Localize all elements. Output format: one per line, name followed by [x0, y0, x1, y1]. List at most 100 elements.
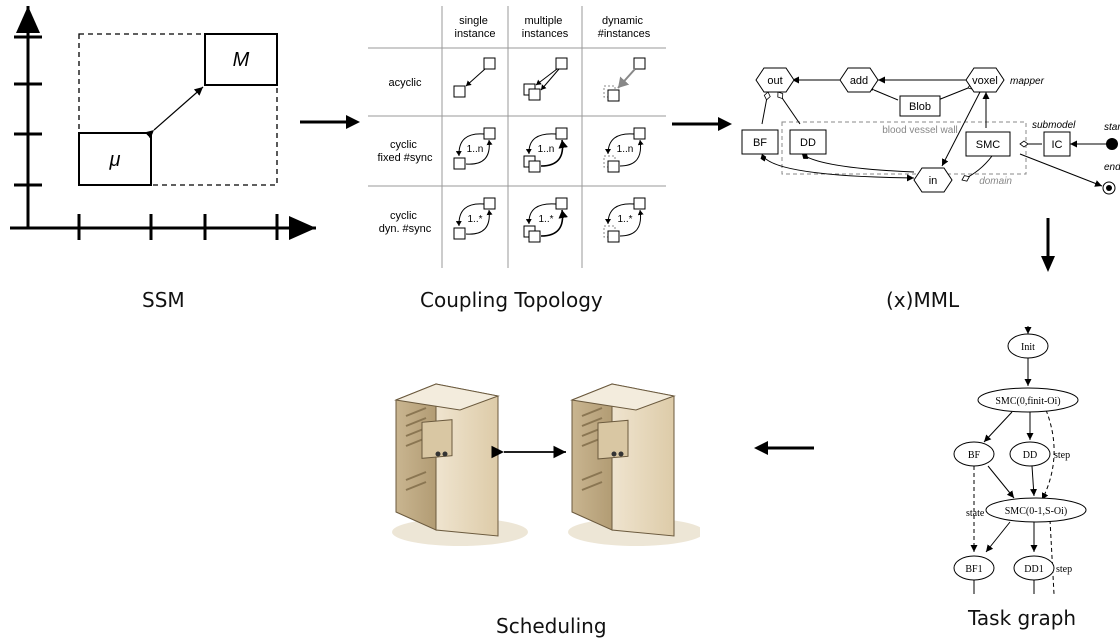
node-label: DD	[800, 137, 816, 149]
row-header-acyclic: acyclic	[388, 77, 422, 89]
macro-scale-box	[204, 33, 278, 86]
caption-coupling-topology: Coupling Topology	[420, 288, 603, 312]
server-icon	[392, 383, 528, 546]
task-node-bf1: BF1	[953, 555, 995, 581]
loop-label: 1..n	[538, 144, 555, 155]
smc-submodel-node: SMC	[965, 131, 1011, 157]
end-terminal-dot	[1106, 185, 1112, 191]
node-label: IC	[1052, 139, 1063, 151]
col-header-dynamic: dynamic #instances	[598, 15, 651, 40]
flow-arrow	[300, 115, 360, 129]
node-label: DD1	[1024, 564, 1043, 575]
node-label: out	[767, 75, 782, 87]
domain-region	[781, 121, 1027, 175]
coupling-topology-table: single instance multiple instances dynam…	[368, 6, 666, 268]
start-terminal	[1106, 138, 1118, 150]
flow-arrow	[672, 117, 732, 131]
out-mapper-node: out	[755, 67, 795, 93]
caption-mml: (x)MML	[886, 288, 960, 312]
col-header-line: instance	[455, 28, 496, 40]
edge-blob-voxel	[937, 83, 977, 101]
caption-task-graph: Task graph	[968, 606, 1077, 630]
micro-scale-label: μ	[109, 149, 121, 171]
col-header-line: instances	[522, 28, 569, 40]
edge-smc-end	[1019, 153, 1103, 187]
edge-dd-in	[801, 153, 915, 173]
edge-bf-smc01	[987, 465, 1015, 499]
task-node-dd1: DD1	[1013, 555, 1055, 581]
vessel-wall-label: blood vessel wall	[882, 125, 958, 136]
scale-range-region	[78, 33, 278, 186]
loop-label: 1..n	[617, 144, 634, 155]
node-label: in	[929, 175, 938, 187]
acyclic-single-glyph	[453, 57, 496, 98]
task-node-smc0: SMC(0,finit-Oi)	[977, 387, 1079, 413]
server-icon	[568, 383, 700, 546]
task-node-dd: DD	[1009, 441, 1051, 467]
node-label: SMC	[976, 139, 1001, 151]
in-mapper-node: in	[913, 167, 953, 193]
node-label: SMC(0,finit-Oi)	[995, 396, 1060, 407]
loop-label: 1..*	[617, 214, 632, 225]
edge-smc01-next	[1049, 519, 1055, 594]
edge-label-step: step	[1054, 450, 1070, 461]
row-header-line: cyclic	[390, 210, 417, 222]
caption-scheduling: Scheduling	[496, 614, 607, 638]
blob-submodel-node: Blob	[899, 95, 941, 117]
task-node-bf: BF	[953, 441, 995, 467]
ssm-diagram: M μ	[10, 6, 316, 240]
node-label: BF	[968, 450, 981, 461]
col-header-single: single instance	[455, 15, 496, 40]
voxel-mapper-node: voxel	[965, 67, 1005, 93]
edge-label-step: step	[1056, 564, 1072, 575]
scale-coupling-arrow	[144, 86, 204, 139]
node-label: BF1	[965, 564, 982, 575]
ic-submodel-node: IC	[1043, 131, 1071, 157]
node-label: Blob	[909, 101, 931, 113]
task-node-smc01: SMC(0-1,S-Oi)	[985, 497, 1087, 523]
bf-submodel-node: BF	[741, 129, 779, 155]
loop-label: 1..*	[538, 214, 553, 225]
domain-label: domain	[979, 176, 1012, 187]
add-mapper-node: add	[839, 67, 879, 93]
row-header-line: fixed #sync	[377, 152, 433, 164]
loop-label: 1..*	[467, 214, 482, 225]
acyclic-multiple-glyph	[523, 57, 568, 101]
edge-smc0-bf	[983, 411, 1013, 443]
edge-smc-in	[961, 155, 993, 182]
cyclic-fixed-dynamic-glyph: 1..n	[603, 127, 646, 173]
mapper-label: mapper	[1010, 76, 1045, 87]
edge-bf-in	[760, 153, 915, 182]
macro-scale-label: M	[233, 49, 250, 71]
edge-dd-out	[777, 91, 801, 125]
cyclic-dyn-single-glyph: 1..*	[453, 197, 496, 240]
col-header-line: #instances	[598, 28, 651, 40]
col-header-line: single	[459, 15, 488, 27]
row-header-line: dyn. #sync	[379, 223, 432, 235]
node-label: Init	[1021, 342, 1035, 353]
edge-smc0-smc01	[1041, 409, 1055, 501]
row-header-cyclic-fixed: cyclic fixed #sync	[377, 139, 433, 164]
cyclic-dyn-multiple-glyph: 1..*	[523, 197, 568, 243]
node-label: DD	[1023, 450, 1037, 461]
col-header-line: dynamic	[602, 15, 643, 27]
node-label: add	[850, 75, 868, 87]
submodel-label: submodel	[1032, 120, 1076, 131]
node-label: voxel	[972, 75, 998, 87]
col-header-line: multiple	[525, 15, 563, 27]
start-label: start	[1104, 122, 1120, 133]
micro-scale-box	[78, 132, 152, 186]
caption-ssm: SSM	[142, 288, 185, 312]
edge-dd-smc01	[1030, 465, 1038, 497]
edge-blob-add	[866, 85, 899, 101]
edge-voxel-in	[941, 91, 981, 167]
cyclic-dyn-dynamic-glyph: 1..*	[603, 197, 646, 243]
end-label: end	[1104, 162, 1120, 173]
cyclic-fixed-single-glyph: 1..n	[453, 127, 496, 170]
acyclic-dynamic-glyph	[603, 57, 646, 102]
mml-diagram: blood vessel wall domain out add voxel m…	[741, 67, 1120, 195]
edge-smc01-bf1	[985, 521, 1011, 553]
task-graph: step state step Init SMC(0,finit-Oi) BF …	[953, 326, 1087, 594]
flow-arrow-down	[1041, 218, 1055, 272]
col-header-multiple: multiple instances	[522, 15, 569, 40]
